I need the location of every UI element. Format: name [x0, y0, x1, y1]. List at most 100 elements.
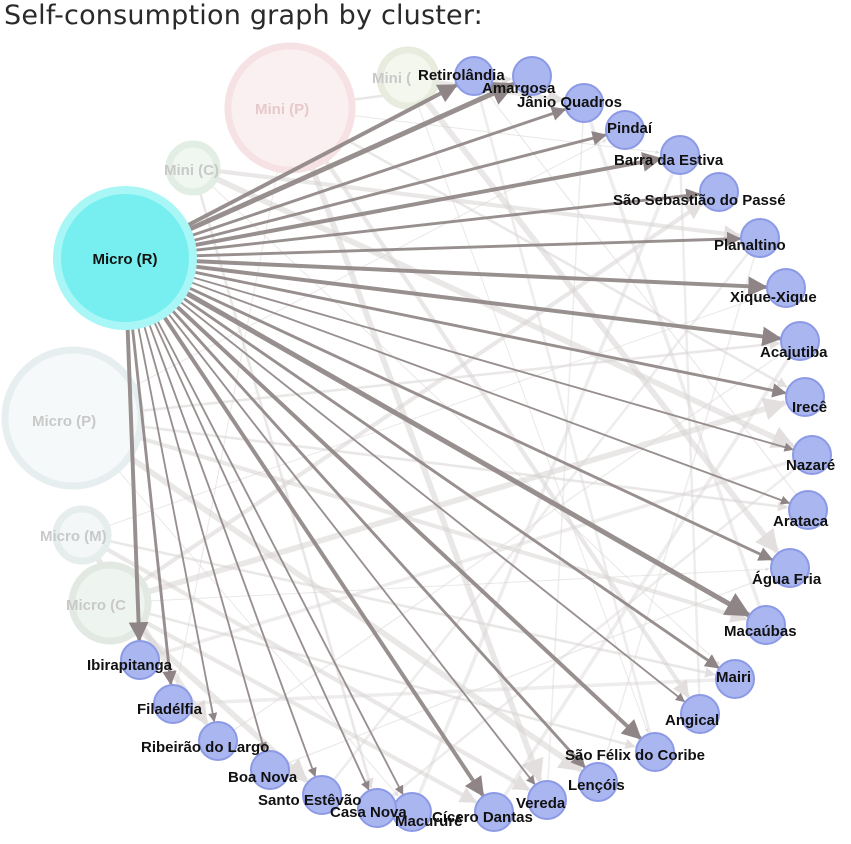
- hub-edge: [184, 279, 791, 505]
- background-edge: [582, 102, 768, 626]
- hub-edge: [185, 106, 567, 239]
- municipality-label: Lençóis: [568, 777, 625, 794]
- hub-circle: [53, 186, 197, 330]
- municipality-label: Filadélfia: [137, 701, 203, 718]
- hub-edge: [170, 300, 642, 740]
- faded-cluster-node: [376, 46, 440, 110]
- graph-title: Self-consumption graph by cluster:: [4, 0, 483, 31]
- hub-edge: [150, 315, 370, 791]
- background-edge: [343, 137, 788, 388]
- hub-edge: [186, 131, 608, 244]
- municipality-label: Irecê: [792, 399, 827, 416]
- hub-edge: [180, 83, 459, 231]
- municipality-label: Amargosa: [482, 80, 556, 97]
- municipality-node: [564, 83, 604, 123]
- hub-edge: [163, 307, 536, 785]
- background-edge: [172, 677, 736, 706]
- municipality-node: [605, 110, 645, 150]
- background-edge: [145, 397, 788, 595]
- faded-cluster-label: Micro (M): [40, 528, 107, 545]
- municipality-node: [198, 721, 238, 761]
- background-edge: [216, 168, 741, 242]
- faded-cluster-node: [165, 140, 221, 196]
- municipality-label: Planaltino: [714, 237, 786, 254]
- hub-edge: [158, 310, 485, 797]
- hub-edge: [188, 231, 742, 258]
- background-edges: [93, 74, 813, 813]
- municipality-label: Jânio Quadros: [517, 94, 622, 111]
- hub-node: Micro (R): [53, 186, 197, 330]
- municipality-node: [527, 780, 567, 820]
- hub-edge: [153, 314, 404, 796]
- hub-edge: [186, 274, 794, 452]
- background-edge: [597, 237, 761, 783]
- municipality-node: [120, 640, 160, 680]
- municipality-label: São Félix do Coribe: [565, 747, 705, 764]
- background-edge: [140, 339, 781, 413]
- hub-edge: [188, 258, 768, 297]
- municipality-node: [740, 218, 780, 258]
- background-edge: [351, 114, 660, 155]
- municipality-node: [699, 172, 739, 212]
- municipality-node: [302, 775, 342, 815]
- background-edge: [678, 154, 702, 715]
- background-edge: [106, 294, 767, 527]
- background-edge: [137, 435, 748, 623]
- municipality-node: [788, 490, 828, 530]
- hub-edge: [174, 297, 686, 703]
- municipality-label: Acajutiba: [760, 344, 828, 361]
- faded-cluster-label: Mini (P): [255, 101, 309, 118]
- hub-edge: [130, 321, 177, 686]
- hub-edge: [182, 283, 774, 561]
- municipality-label: Vereda: [516, 795, 566, 812]
- municipality-label: Pindaí: [607, 120, 653, 137]
- background-edge: [139, 453, 813, 662]
- faded-cluster-label: Micro (P): [32, 413, 96, 430]
- municipality-node: [746, 605, 786, 645]
- municipality-node: [660, 135, 700, 175]
- hub-edge: [125, 321, 149, 642]
- hub-edge: [136, 320, 218, 723]
- municipality-label: Macaúbas: [724, 623, 797, 640]
- background-edge: [140, 202, 703, 584]
- municipality-node: [250, 750, 290, 790]
- background-edge: [410, 154, 682, 813]
- background-edge: [133, 139, 607, 387]
- municipality-node: [780, 321, 820, 361]
- municipality-nodes: [120, 56, 832, 832]
- municipality-node: [153, 684, 193, 724]
- municipality-node: [512, 56, 552, 96]
- municipality-label: Ribeirão do Largo: [141, 739, 269, 756]
- background-edge: [103, 546, 531, 792]
- node-labels: Mini (P)Mini (Mini (C)Micro (P)Micro (M)…: [32, 67, 835, 830]
- hub-edge: [188, 188, 701, 253]
- hub-edge: [179, 287, 751, 618]
- municipality-node: [680, 694, 720, 734]
- municipality-node: [578, 762, 618, 802]
- hub-edge: [182, 81, 517, 235]
- municipality-label: Boa Nova: [228, 769, 298, 786]
- background-edge: [147, 567, 770, 602]
- hub-edge: [166, 304, 586, 769]
- municipality-node: [785, 377, 825, 417]
- hub-edge: [188, 263, 783, 347]
- municipality-node: [474, 792, 514, 832]
- hub-edge: [141, 319, 267, 752]
- hub-edge: [187, 269, 787, 398]
- hub-edge: [176, 293, 720, 669]
- municipality-label: Xique-Xique: [730, 289, 817, 306]
- municipality-label: Água Fria: [752, 571, 822, 588]
- hub-label: Micro (R): [93, 251, 158, 268]
- background-edge: [321, 237, 761, 796]
- municipality-node: [766, 268, 806, 308]
- municipality-node: [792, 435, 832, 475]
- municipality-label: Retirolândia: [418, 67, 505, 84]
- municipality-label: Mairi: [716, 669, 751, 686]
- background-edge: [142, 619, 478, 804]
- municipality-label: Santo Estêvão: [258, 792, 361, 809]
- municipality-label: Casa Nova: [330, 804, 407, 821]
- municipality-label: São Sebastião do Passé: [613, 192, 786, 209]
- background-edge: [127, 454, 583, 773]
- background-edge: [546, 102, 585, 801]
